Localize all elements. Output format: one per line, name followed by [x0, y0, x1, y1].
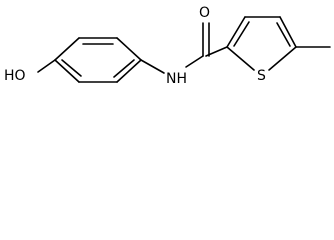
phenol-ring — [54, 37, 142, 83]
bond-n-c — [185, 55, 204, 68]
bond-c-ring — [205, 46, 228, 57]
bond-ring-n — [140, 59, 165, 74]
double-bond-inner — [233, 21, 250, 47]
carbonyl-o-label: O — [199, 5, 210, 21]
bond — [116, 59, 142, 83]
bond — [116, 37, 142, 61]
thiophene-s-label: S — [257, 68, 266, 84]
double-bond-inner — [276, 22, 291, 47]
bond — [268, 46, 297, 71]
bond — [54, 37, 80, 61]
double-bond-inner — [61, 59, 82, 77]
molecule-structure: HO NH O S — [4, 5, 331, 87]
bond — [226, 46, 255, 71]
bond — [54, 59, 80, 83]
bond — [226, 16, 246, 48]
amide-nh-label: NH — [166, 71, 187, 87]
thiophene-ring — [226, 16, 297, 71]
bond — [279, 16, 297, 48]
bond-c-oh — [37, 59, 56, 73]
structure-canvas: HO NH O S — [0, 0, 334, 116]
double-bond-inner — [113, 59, 135, 78]
hydroxyl-label: HO — [4, 68, 26, 84]
